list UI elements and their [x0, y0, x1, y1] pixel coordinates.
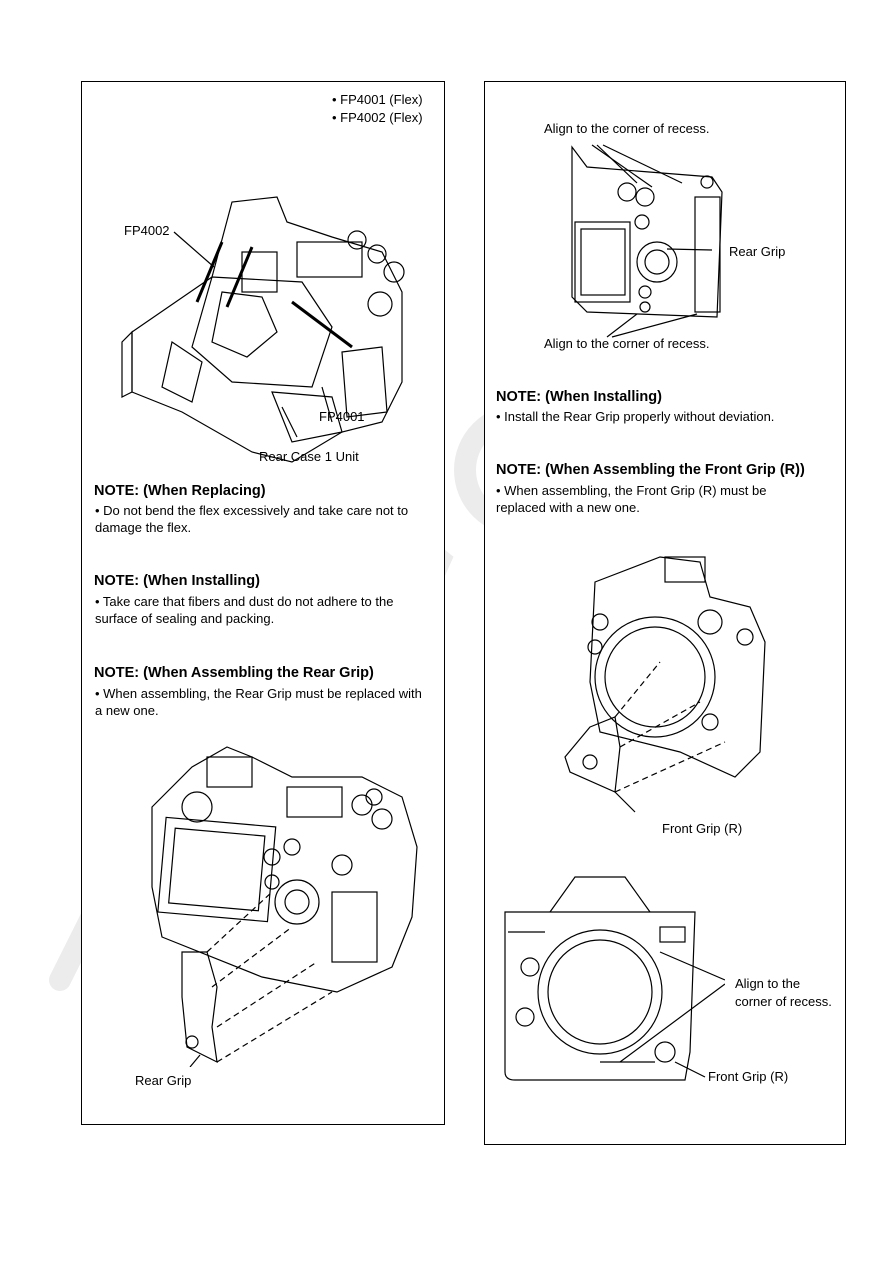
label-rear-grip-left: Rear Grip	[135, 1073, 192, 1088]
front-grip-align-figure	[504, 876, 725, 1081]
label-front-grip-4: Front Grip (R)	[662, 821, 743, 836]
note-rear-grip-body: • When assembling, the Rear Grip must be…	[95, 686, 422, 718]
note-replacing-body: • Do not bend the flex excessively and t…	[95, 503, 409, 535]
label-align-top: Align to the corner of recess.	[544, 121, 710, 136]
left-panel: • FP4001 (Flex) • FP4002 (Flex) FP4002 F…	[81, 81, 445, 1125]
label-align-line2: corner of recess.	[735, 994, 832, 1009]
note-front-grip-body: • When assembling, the Front Grip (R) mu…	[496, 483, 767, 515]
rear-grip-align-figure	[571, 144, 723, 338]
note-installing-heading-right: NOTE: (When Installing)	[496, 389, 662, 405]
label-rear-case: Rear Case 1 Unit	[259, 449, 359, 464]
flex-label-fp4001: • FP4001 (Flex)	[332, 92, 423, 107]
label-align-line1: Align to the	[735, 976, 801, 991]
label-front-grip-5: Front Grip (R)	[708, 1069, 789, 1084]
note-rear-grip-heading: NOTE: (When Assembling the Rear Grip)	[94, 665, 374, 681]
label-fp4001: FP4001	[319, 409, 365, 424]
note-front-grip-heading: NOTE: (When Assembling the Front Grip (R…	[496, 462, 805, 478]
note-installing-heading: NOTE: (When Installing)	[94, 573, 260, 589]
front-grip-figure	[564, 556, 766, 813]
note-installing-body-right: • Install the Rear Grip properly without…	[496, 409, 775, 424]
label-rear-grip-right: Rear Grip	[729, 244, 786, 259]
flex-label-fp4002: • FP4002 (Flex)	[332, 110, 423, 125]
label-align-bottom: Align to the corner of recess.	[544, 336, 710, 351]
rear-grip-figure	[151, 746, 418, 1067]
note-installing-body: • Take care that fibers and dust do not …	[95, 594, 394, 626]
label-fp4002: FP4002	[124, 223, 170, 238]
note-replacing-heading: NOTE: (When Replacing)	[94, 483, 266, 499]
camera-flex-figure	[121, 196, 405, 463]
right-panel: Align to the corner of recess. Rear Grip…	[484, 81, 846, 1145]
